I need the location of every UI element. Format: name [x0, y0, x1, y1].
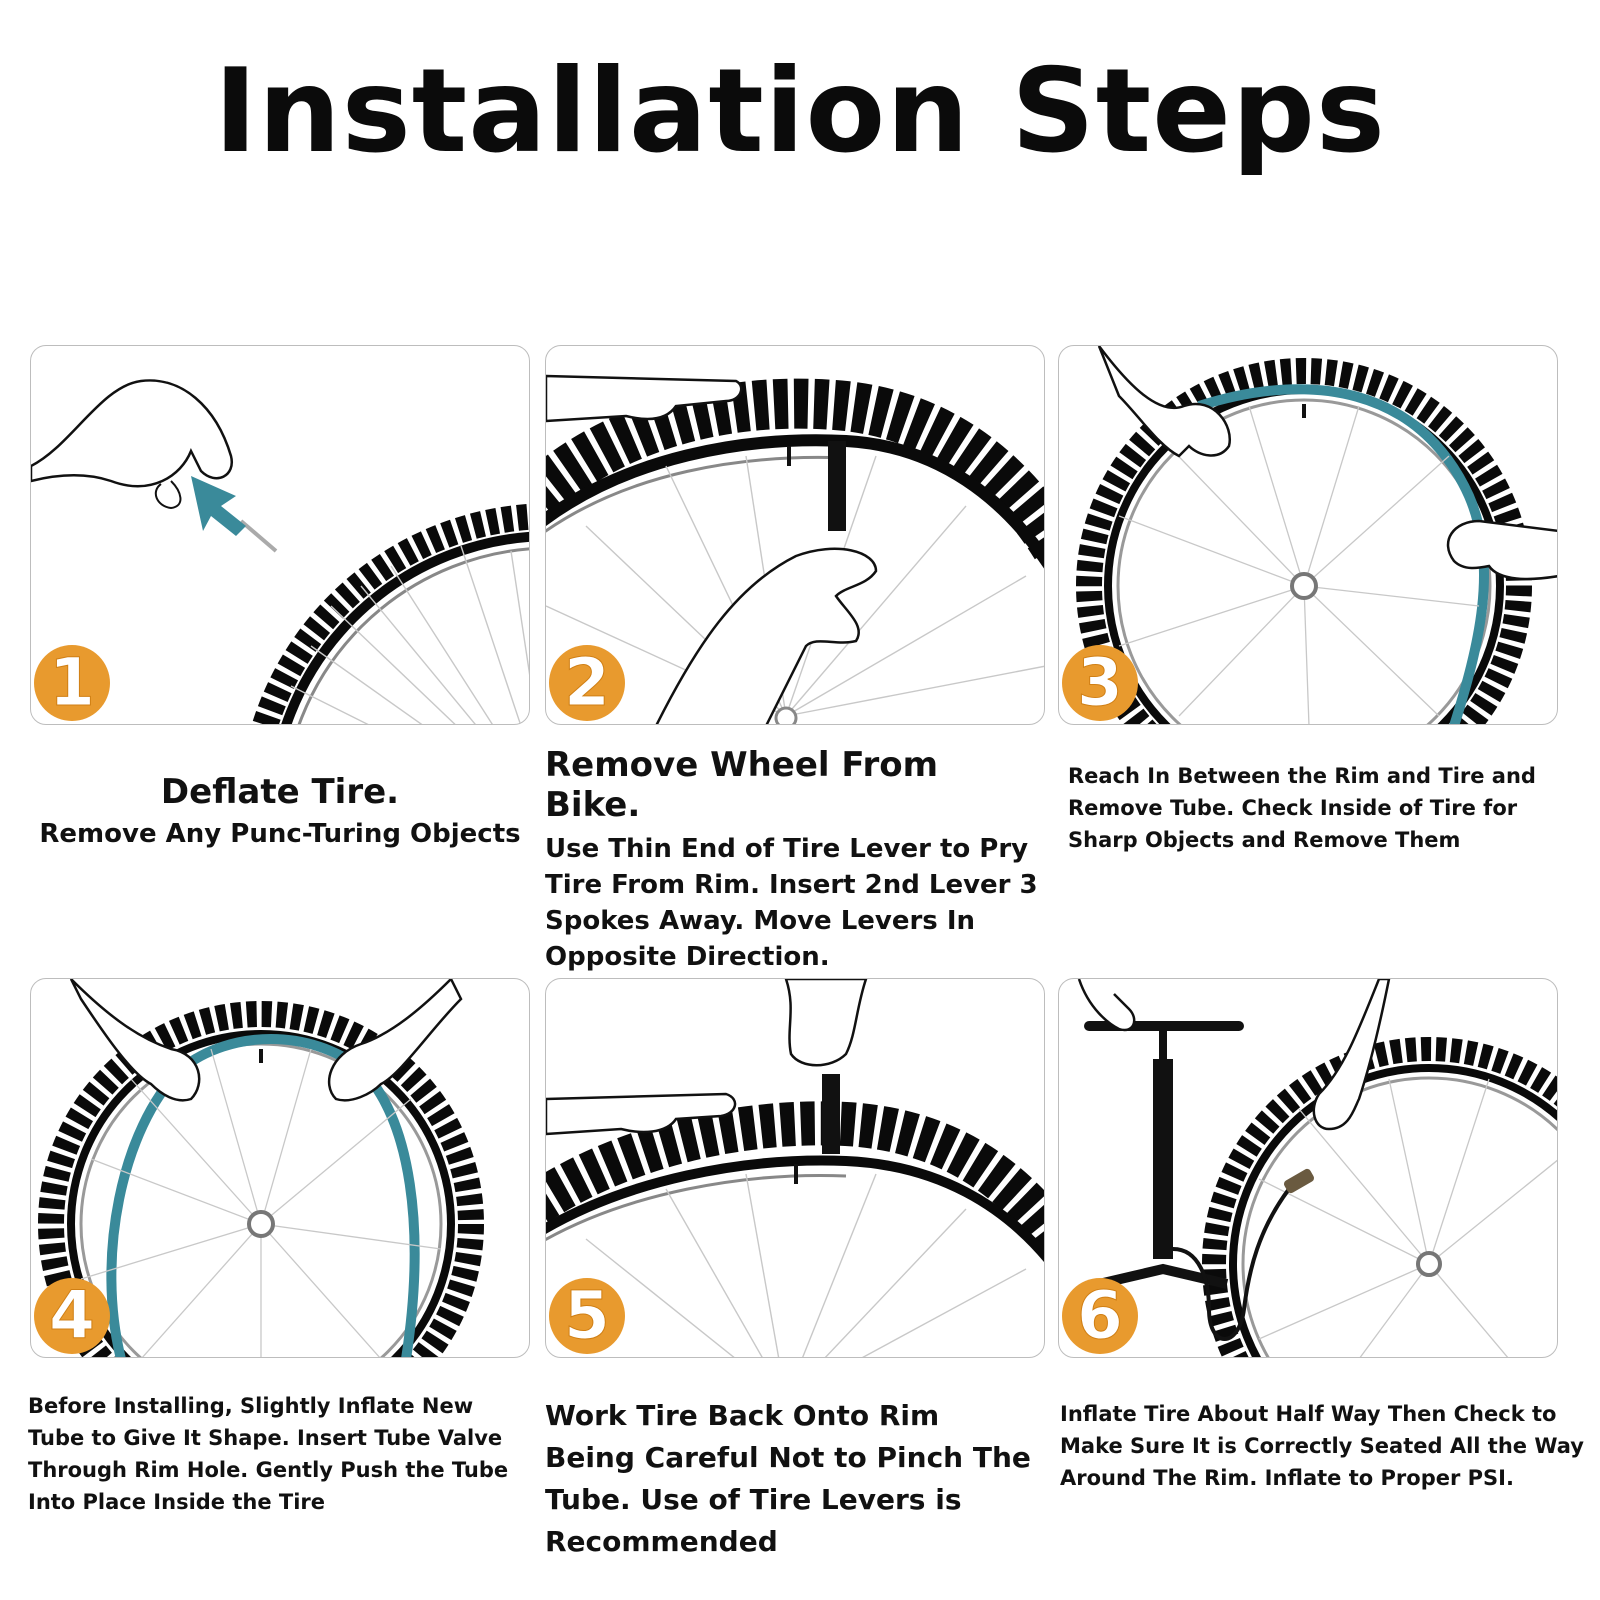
step-2-body: Use Thin End of Tire Lever to Pry Tire F…	[545, 834, 1038, 972]
wheel-partial-illustration	[31, 379, 529, 724]
arrow-icon	[191, 476, 246, 536]
hand-icon	[655, 547, 878, 724]
step-6-caption: Inflate Tire About Half Way Then Check t…	[1060, 1398, 1590, 1494]
step-3-badge: 3	[1062, 645, 1138, 721]
hand-icon	[1077, 979, 1136, 1032]
step-1-heading: Deflate Tire.	[160, 772, 400, 812]
hand-icon	[327, 979, 463, 1102]
hand-icon	[1312, 979, 1391, 1131]
step-5-illustration: 5	[545, 978, 1045, 1358]
tube-removal-illustration	[1076, 346, 1557, 724]
step-1-body: Remove Any Punc-Turing Objects	[39, 819, 521, 849]
page-title: Installation Steps	[214, 44, 1386, 179]
step-6-body: Inflate Tire About Half Way Then Check t…	[1060, 1402, 1584, 1490]
hand-icon	[546, 1092, 737, 1136]
step-6-badge: 6	[1062, 1278, 1138, 1354]
hand-icon	[31, 379, 234, 488]
step-4-badge: 4	[34, 1278, 110, 1354]
step-4-body: Before Installing, Slightly Inflate New …	[28, 1394, 509, 1514]
tire-lever-icon	[828, 441, 846, 531]
step-2-heading: Remove Wheel From Bike.	[545, 745, 939, 825]
pump-inflate-illustration	[1077, 979, 1557, 1357]
tire-lever-illustration	[546, 374, 1044, 724]
step-4-illustration: 4	[30, 978, 530, 1358]
step-5-badge: 5	[549, 1278, 625, 1354]
hand-icon	[1446, 519, 1557, 581]
tire-remount-illustration	[546, 979, 1044, 1357]
tube-install-illustration	[38, 979, 484, 1357]
tire-lever-icon	[822, 1074, 840, 1154]
hand-icon	[69, 979, 201, 1102]
step-4-caption: Before Installing, Slightly Inflate New …	[28, 1390, 528, 1518]
step-3-body: Reach In Between the Rim and Tire and Re…	[1068, 764, 1536, 852]
step-2-illustration: 2	[545, 345, 1045, 725]
step-1-badge: 1	[34, 645, 110, 721]
step-5-caption: Work Tire Back Onto Rim Being Careful No…	[545, 1395, 1035, 1563]
step-6-illustration: 6	[1058, 978, 1558, 1358]
step-5-body: Work Tire Back Onto Rim Being Careful No…	[545, 1399, 1031, 1558]
step-1-caption: Deflate Tire. Remove Any Punc-Turing Obj…	[30, 772, 530, 850]
step-1-illustration: 1	[30, 345, 530, 725]
hand-icon	[1097, 346, 1232, 458]
step-2-badge: 2	[549, 645, 625, 721]
hand-icon	[546, 374, 743, 423]
inner-tube	[106, 1034, 420, 1357]
step-2-caption: Remove Wheel From Bike. Use Thin End of …	[545, 745, 1045, 975]
inner-tube	[1197, 384, 1490, 724]
step-3-illustration: 3	[1058, 345, 1558, 725]
hand-icon	[784, 979, 868, 1067]
step-3-caption: Reach In Between the Rim and Tire and Re…	[1068, 760, 1548, 856]
